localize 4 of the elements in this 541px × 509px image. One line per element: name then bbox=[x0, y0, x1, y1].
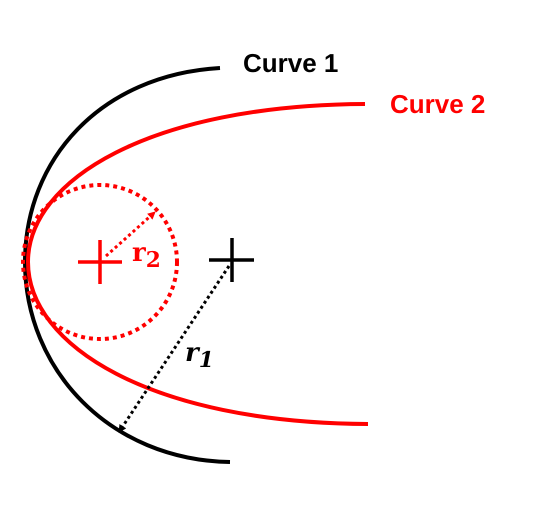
curve-label: Curve 1 bbox=[243, 50, 338, 76]
radius-label: r$_{1}$ bbox=[185, 340, 214, 372]
curve-label: Curve 2 bbox=[390, 91, 486, 117]
radius-label: r$_{2}$ bbox=[132, 240, 161, 272]
